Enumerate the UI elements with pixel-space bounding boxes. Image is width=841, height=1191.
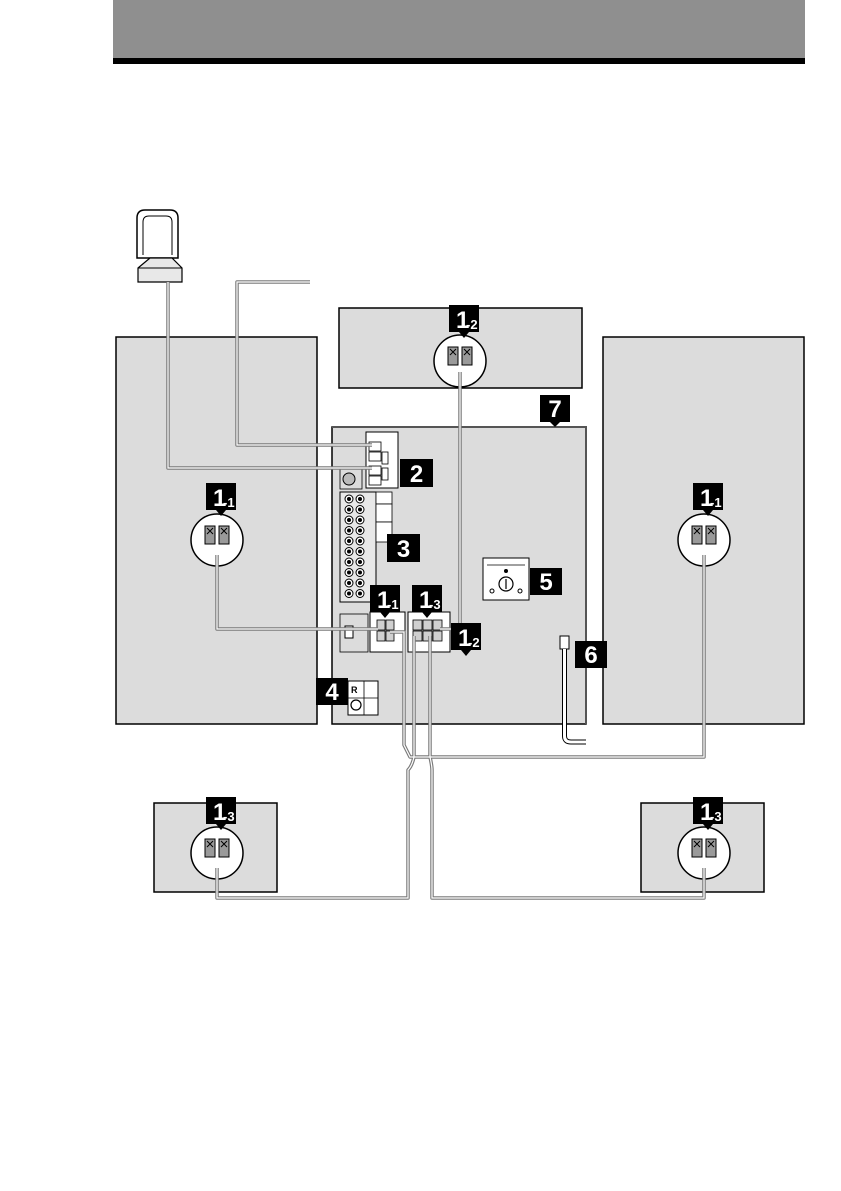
am-loop-antenna-icon: [137, 210, 182, 282]
av-jack-center: [348, 498, 351, 501]
av-jack-center: [359, 498, 362, 501]
badge-sub-number: -3: [710, 809, 722, 824]
badge-unit: 7: [540, 395, 570, 427]
badge-optical: 4: [316, 678, 348, 706]
badge-optical-text: 4: [325, 679, 339, 706]
badge-sub-number: -2: [468, 635, 480, 650]
badge-sub-number: -2: [466, 317, 478, 332]
optical-digital-block: R: [348, 681, 378, 715]
av-jack-center: [348, 540, 351, 543]
fm-coax-jack: [343, 473, 355, 485]
av-jack-center: [348, 582, 351, 585]
badge-unit-text: 7: [548, 396, 561, 423]
svg-text:R: R: [351, 685, 358, 695]
badge-power: 6: [575, 641, 607, 669]
av-jack-center: [348, 550, 351, 553]
av-jack-center: [348, 529, 351, 532]
av-jack-center: [348, 519, 351, 522]
av-jack-center: [348, 571, 351, 574]
av-jack-center: [359, 508, 362, 511]
badge-sub-number: -3: [223, 809, 235, 824]
badge-sub-number: -1: [387, 597, 399, 612]
av-jack-center: [359, 561, 362, 564]
av-jack-center: [359, 582, 362, 585]
av-jack-center: [348, 561, 351, 564]
av-jack-center: [359, 519, 362, 522]
badge-sub-number: -1: [223, 495, 235, 510]
av-jack-center: [359, 540, 362, 543]
badge-antenna: 2: [400, 459, 433, 488]
badge-sub-number: -1: [710, 495, 722, 510]
av-jack-center: [359, 550, 362, 553]
badge-av-jacks: 3: [387, 534, 420, 563]
badge-av-jacks-text: 3: [397, 536, 410, 563]
av-jack-center: [359, 529, 362, 532]
av-jack-center: [359, 592, 362, 595]
av-jack-center: [348, 508, 351, 511]
badge-voltage: 5: [530, 568, 562, 596]
av-jack-center: [359, 571, 362, 574]
badge-antenna-text: 2: [410, 461, 423, 488]
badge-voltage-text: 5: [539, 569, 552, 596]
badge-power-text: 6: [584, 642, 597, 669]
badge-sub-number: -3: [429, 597, 441, 612]
voltage-selector-icon: [483, 558, 529, 600]
av-jack-center: [348, 592, 351, 595]
